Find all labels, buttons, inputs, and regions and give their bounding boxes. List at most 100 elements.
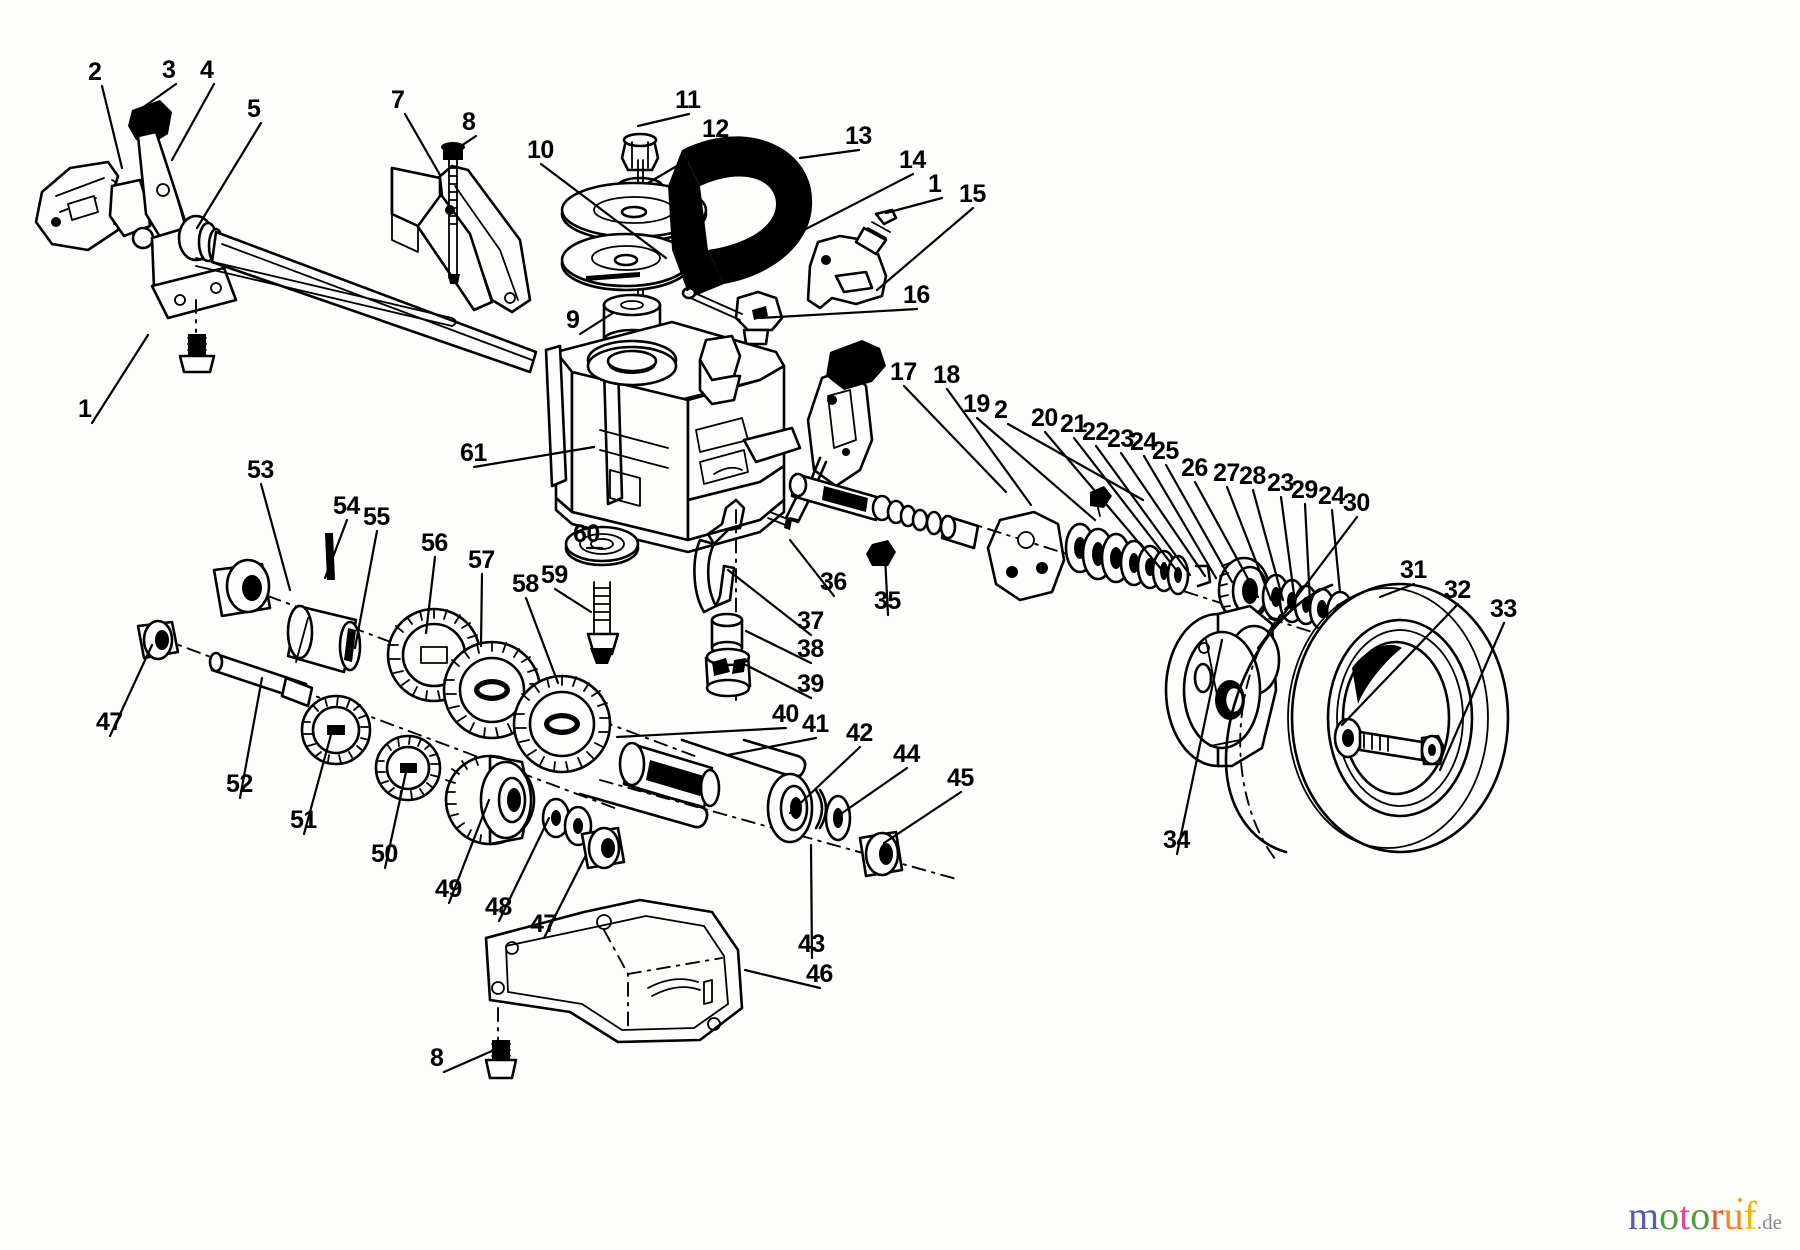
leader-line [424, 555, 437, 635]
leader-line [539, 162, 668, 260]
leader-line [1164, 463, 1234, 584]
leader-line [1043, 430, 1164, 572]
leader-line [646, 141, 718, 185]
output-shaft-assembly [578, 738, 961, 881]
leader-line [1006, 422, 1145, 502]
callout-24: 24 [1318, 482, 1345, 510]
callout-24: 24 [1130, 428, 1157, 456]
callout-8: 8 [462, 108, 476, 136]
callout-29: 29 [1291, 476, 1318, 504]
leader-line [833, 766, 909, 820]
callout-48: 48 [485, 893, 512, 921]
leader-line [1094, 444, 1192, 577]
callout-31: 31 [1400, 556, 1427, 584]
callout-9: 9 [566, 306, 580, 334]
leader-line [353, 529, 379, 650]
callout-54: 54 [333, 492, 360, 520]
leader-line [1251, 488, 1285, 602]
leader-line [479, 572, 484, 648]
leader-line [758, 307, 919, 320]
leader-line [403, 112, 442, 177]
callout-27: 27 [1213, 459, 1240, 487]
leader-line [1330, 508, 1342, 594]
callout-43: 43 [798, 930, 825, 958]
leader-line [884, 196, 944, 215]
callout-15: 15 [959, 180, 986, 208]
leader-line [553, 587, 593, 614]
callout-21: 21 [1060, 410, 1087, 438]
callout-16: 16 [903, 281, 930, 309]
leader-line [450, 134, 478, 154]
leader-line [497, 816, 551, 923]
watermark-letter: t [1679, 1193, 1691, 1238]
leader-line [1256, 515, 1359, 650]
callout-11: 11 [675, 86, 701, 114]
leader-line [1303, 502, 1312, 604]
watermark-logo: motoruf.de [1628, 1196, 1782, 1236]
leader-line [259, 482, 292, 592]
leader-line [170, 82, 216, 162]
callout-leader-lines [90, 82, 1506, 1074]
callout-22: 22 [1082, 418, 1109, 446]
callout-23: 23 [1107, 425, 1134, 453]
callout-38: 38 [797, 635, 824, 663]
callout-12: 12 [702, 115, 729, 143]
belt-cover-bracket [390, 142, 532, 314]
leader-line [1378, 582, 1416, 599]
leader-line [442, 1049, 494, 1074]
leader-line [945, 387, 1033, 507]
callout-47: 47 [530, 910, 557, 938]
leader-line [788, 538, 836, 598]
callout-13: 13 [845, 122, 872, 150]
leader-line [1279, 495, 1297, 604]
detent-and-fork [693, 498, 896, 701]
leader-line [472, 445, 596, 469]
leader-line [447, 798, 491, 905]
leader-line [788, 745, 862, 815]
leader-line [136, 82, 178, 113]
leader-line [636, 112, 691, 128]
watermark-letter: u [1723, 1193, 1744, 1238]
leader-line [90, 333, 150, 425]
leader-line [302, 729, 334, 836]
leader-line [524, 596, 560, 685]
leader-line [743, 968, 822, 990]
callout-17: 17 [890, 358, 917, 386]
callout-1: 1 [928, 170, 942, 198]
cable-bracket-assembly [681, 208, 898, 346]
callout-18: 18 [933, 361, 960, 389]
leader-line [323, 518, 349, 580]
leader-line [1193, 480, 1260, 599]
leader-line [1225, 485, 1273, 602]
shift-lever-assembly [784, 340, 980, 550]
leader-line [615, 726, 788, 739]
watermark-suffix: .de [1756, 1210, 1782, 1234]
callout-33: 33 [1490, 595, 1517, 623]
leader-line [1142, 454, 1218, 580]
callout-30: 30 [1343, 489, 1370, 517]
watermark-letter: o [1659, 1193, 1680, 1238]
callout-25: 25 [1152, 437, 1179, 465]
leader-line [902, 384, 1008, 494]
callout-51: 51 [290, 806, 317, 834]
leader-line [726, 736, 818, 757]
wheel-hub-assembly [1164, 604, 1281, 768]
leader-line [744, 629, 813, 665]
callout-55: 55 [363, 503, 390, 531]
callout-34: 34 [1163, 826, 1190, 854]
callout-53: 53 [247, 456, 274, 484]
callout-7: 7 [391, 86, 405, 114]
leader-line [1119, 451, 1207, 578]
callout-36: 36 [820, 568, 847, 596]
watermark-letter: o [1690, 1193, 1711, 1238]
callout-2: 2 [88, 58, 102, 86]
leader-line [685, 172, 915, 292]
bottom-gear-train [136, 525, 701, 870]
callout-60: 60 [573, 520, 600, 548]
callout-5: 5 [247, 95, 261, 123]
leader-line [975, 416, 1097, 522]
callout-3: 3 [162, 56, 176, 84]
callout-14: 14 [899, 146, 926, 174]
